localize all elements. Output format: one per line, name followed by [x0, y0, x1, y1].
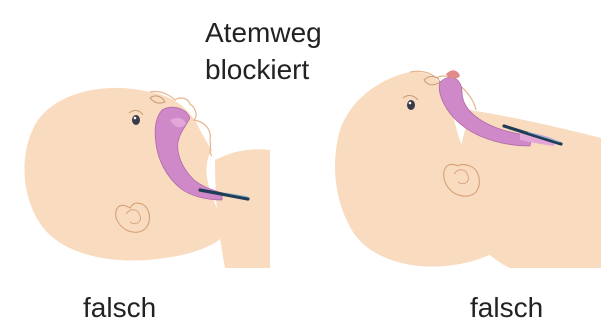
left-caption: falsch	[83, 291, 156, 325]
right-eye-icon	[407, 100, 415, 110]
right-caption: falsch	[470, 291, 543, 325]
right-head-illustration	[335, 70, 601, 268]
right-eye-highlight	[409, 102, 412, 105]
left-skull	[24, 88, 225, 261]
left-neck	[215, 149, 270, 268]
left-eye-highlight	[134, 117, 137, 120]
left-eye-icon	[132, 115, 140, 125]
left-head-illustration	[24, 88, 270, 268]
